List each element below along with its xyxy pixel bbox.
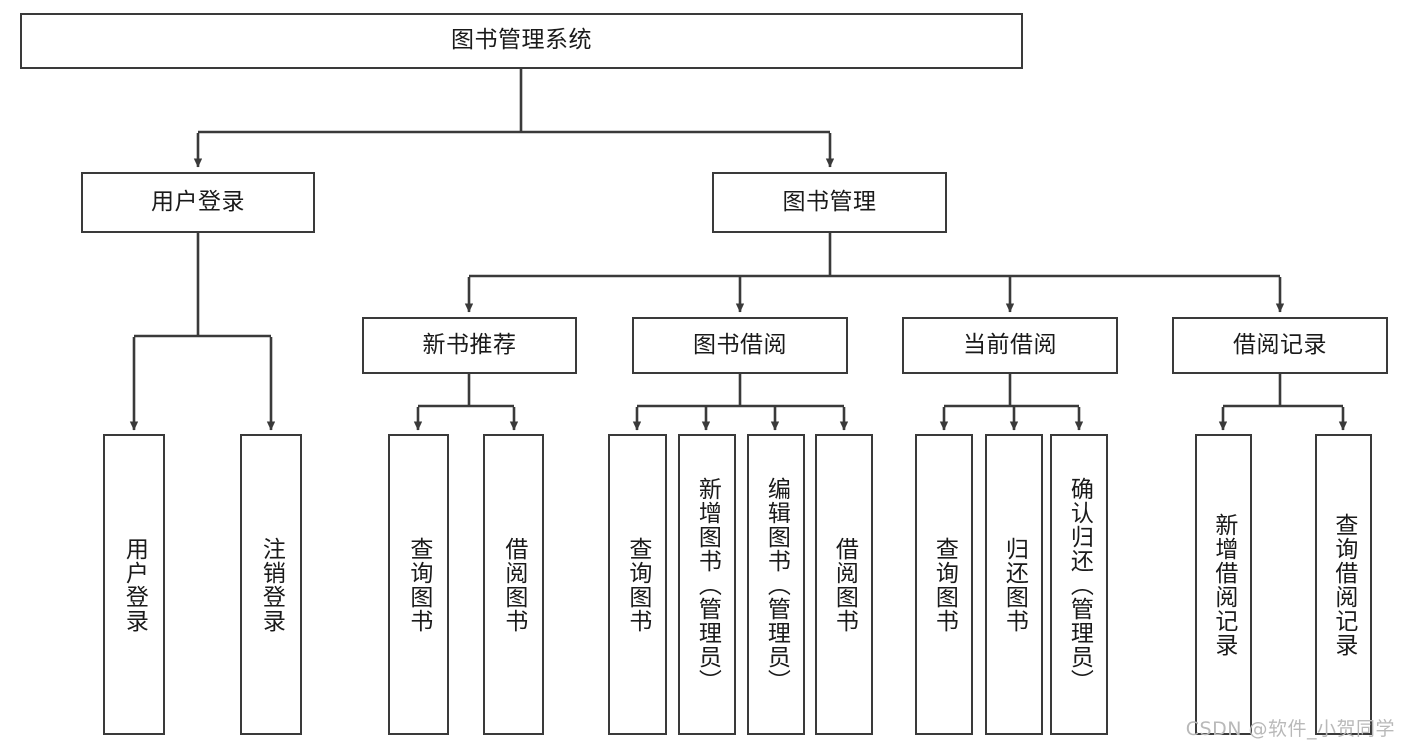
node-label: 用户登录 [151,188,245,215]
node-root-system[interactable]: 图书管理系统 [20,13,1023,69]
leaf-query-book-borrow[interactable]: 查询图书 [608,434,667,735]
node-label: 图书管理 [782,188,877,215]
node-label: 查询图书 [931,536,958,633]
leaf-confirm-return-admin[interactable]: 确认归还（管理员） [1050,434,1108,735]
node-label: 借阅图书 [831,536,858,633]
node-book-borrow[interactable]: 图书借阅 [632,317,848,374]
leaf-borrow-book-recommend[interactable]: 借阅图书 [483,434,544,735]
node-label: 注销登录 [258,536,285,633]
leaf-query-book-current[interactable]: 查询图书 [915,434,973,735]
node-label: 用户登录 [121,536,148,633]
leaf-user-login[interactable]: 用户登录 [103,434,165,735]
node-label: 新增图书（管理员） [694,476,721,693]
leaf-query-borrow-record[interactable]: 查询借阅记录 [1315,434,1372,735]
node-label: 查询图书 [624,536,651,633]
node-new-book-recommend[interactable]: 新书推荐 [362,317,577,374]
node-label: 新增借阅记录 [1210,512,1237,657]
node-label: 图书借阅 [693,331,787,358]
node-current-borrow[interactable]: 当前借阅 [902,317,1118,374]
node-borrow-record[interactable]: 借阅记录 [1172,317,1388,374]
node-label: 归还图书 [1001,536,1028,633]
node-label: 图书管理系统 [451,27,592,54]
node-book-management[interactable]: 图书管理 [712,172,947,233]
node-user-login[interactable]: 用户登录 [81,172,315,233]
node-label: 编辑图书（管理员） [763,476,790,693]
leaf-borrow-book[interactable]: 借阅图书 [815,434,873,735]
node-label: 借阅记录 [1233,331,1327,358]
node-label: 当前借阅 [963,331,1057,358]
node-label: 借阅图书 [500,536,527,633]
leaf-edit-book-admin[interactable]: 编辑图书（管理员） [747,434,805,735]
leaf-add-borrow-record[interactable]: 新增借阅记录 [1195,434,1252,735]
node-label: 新书推荐 [422,331,517,358]
leaf-return-book[interactable]: 归还图书 [985,434,1043,735]
leaf-query-book-recommend[interactable]: 查询图书 [388,434,449,735]
csdn-watermark: CSDN @软件_小贺同学 [1185,718,1395,740]
leaf-add-book-admin[interactable]: 新增图书（管理员） [678,434,736,735]
node-label: 确认归还（管理员） [1066,476,1093,693]
node-label: 查询借阅记录 [1330,512,1357,657]
node-label: 查询图书 [405,536,432,633]
leaf-logout-login[interactable]: 注销登录 [240,434,302,735]
